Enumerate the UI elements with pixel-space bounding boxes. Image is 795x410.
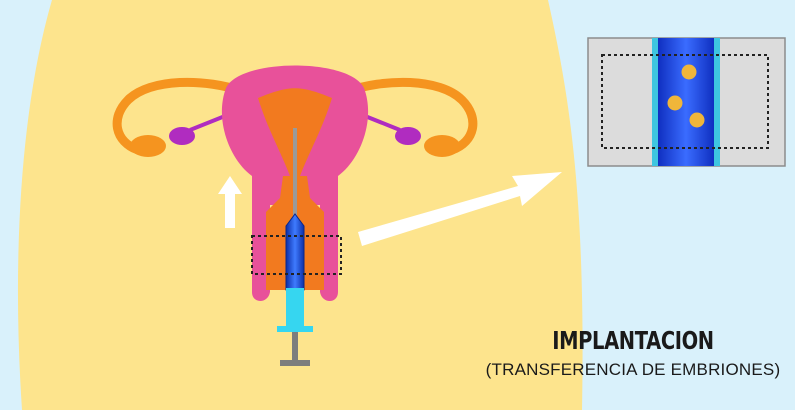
syringe-handle-rod [292,332,298,362]
syringe-barrel [286,214,304,290]
right-fimbria [424,135,460,157]
caption-subtitle: (TRANSFERENCIA DE EMBRIONES) [468,360,795,380]
left-ovary [169,127,195,145]
left-fimbria [130,135,166,157]
syringe-handle-thumb [280,360,310,366]
right-ovary [395,127,421,145]
syringe-plunger [286,288,304,326]
embryo-1 [682,65,697,80]
inset-channel [658,38,714,166]
syringe-needle [293,128,297,216]
embryo-3 [690,113,705,128]
zoom-inset [588,38,785,166]
syringe-flange [277,326,313,332]
caption-title: IMPLANTACION [504,326,761,355]
embryo-2 [668,96,683,111]
